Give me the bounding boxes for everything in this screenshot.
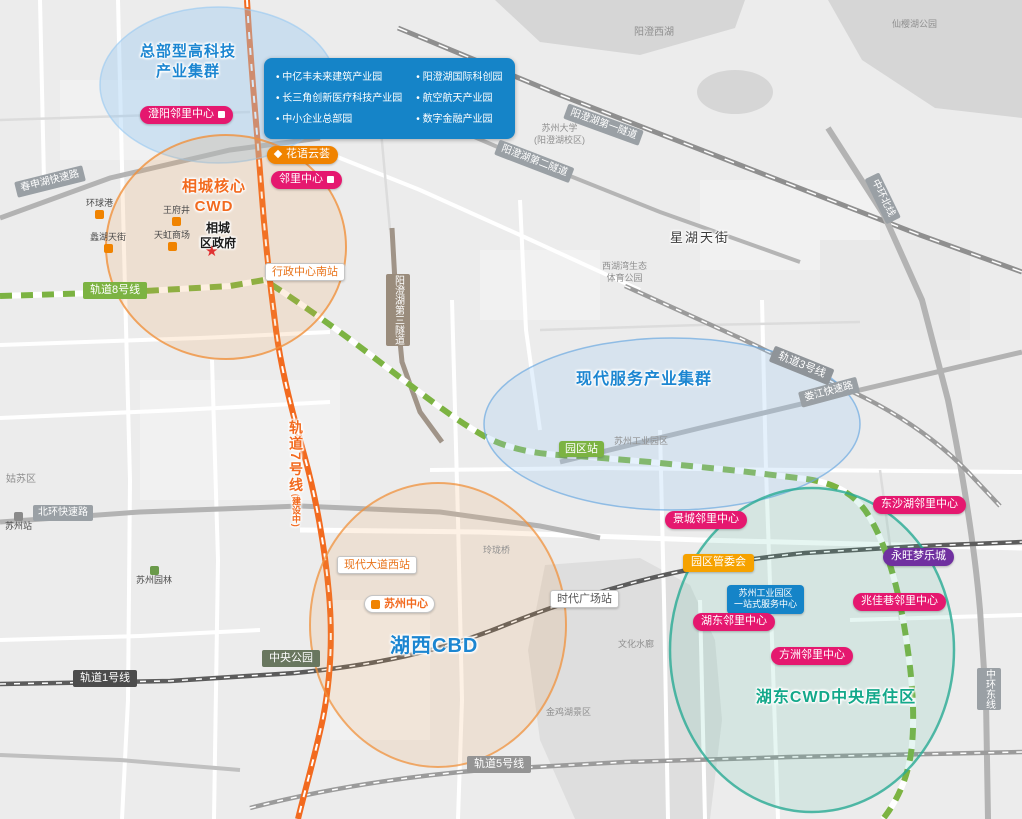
mall-icon [167, 241, 177, 251]
badge-label: 花语云荟 [286, 148, 330, 160]
poi-label: 天虹商场 [154, 230, 191, 240]
road-label-beihuan: 北环快速路 [33, 505, 93, 521]
xiangcheng-government-label: 相城 区政府 [199, 221, 236, 250]
badge-yongwang-dream-city: 永旺梦乐城 [883, 548, 954, 566]
industry-item: 阳澄湖国际科创园 [416, 67, 503, 88]
place-xihuwan-park: 西湖湾生态 体育公园 [602, 261, 648, 283]
poi-label: 王府井 [163, 205, 191, 215]
place-suzhou-university: 苏州大学 (阳澄湖校区) [534, 123, 585, 145]
place-xinghu-tianjie: 星湖天街 [670, 230, 731, 245]
place-gusu-district: 姑苏区 [6, 474, 36, 485]
metro-line5-badge: 轨道5号线 [467, 756, 532, 773]
road-loujiang [559, 349, 1022, 465]
road-label-yangcheng-tunnel3: 阳澄湖第三隧道 [386, 274, 410, 346]
poi-suzhou-station: 苏州站 [5, 512, 32, 532]
poi-suzhou-center: 苏州中心 [364, 595, 435, 614]
huxi-cbd-label: 湖西CBD [390, 635, 479, 657]
poi-label: 苏州站 [5, 521, 33, 531]
industry-item: 航空航天产业园 [416, 88, 502, 109]
industry-panel-col2: 阳澄湖国际科创园 航空航天产业园 数字金融产业园 [416, 67, 503, 130]
metro-line8-badge: 轨道8号线 [83, 282, 148, 299]
place-yangcheng-west-lake: 阳澄西湖 [634, 27, 674, 38]
road-zhonghuan-ring [825, 126, 991, 819]
modern-service-cluster-label: 现代服务产业集群 [575, 371, 712, 388]
badge-dongshahu-neighborhood: 东沙湖邻里中心 [873, 496, 966, 514]
mall-icon [103, 243, 113, 253]
place-wenhua-shuilang: 文化水廊 [618, 639, 655, 649]
ellipse-huxi-cbd [309, 482, 567, 768]
metro-line-8 [0, 276, 917, 819]
mall-icon [95, 209, 104, 219]
hq-tech-cluster-label: 总部型高科技 产业集群 [139, 43, 236, 80]
water-areas [495, 0, 1022, 819]
poi-label: 苏州中心 [384, 598, 428, 610]
metro-line1-badge: 轨道1号线 [73, 670, 138, 687]
badge-sip-service-center: 苏州工业园区 一站式服务中心 [727, 585, 805, 614]
ellipse-modern-service-cluster [483, 337, 861, 511]
station-xingzheng-center-south: 行政中心南站 [265, 263, 345, 282]
train-station-icon [14, 512, 23, 521]
badge-sip-admin-committee: 园区管委会 [683, 554, 754, 572]
poi-suzhou-gardens: 苏州园林 [136, 566, 172, 586]
poi-label: 苏州园林 [136, 575, 173, 585]
place-jinji-lake-scenic: 金鸡湖景区 [546, 707, 592, 717]
badge-jingcheng-neighborhood: 景城邻里中心 [665, 511, 747, 529]
place-linglong-bridge: 玲珑桥 [483, 545, 511, 555]
hudong-cwd-label: 湖东CWD中央居住区 [755, 689, 917, 706]
badge-fangzhou-neighborhood: 方洲邻里中心 [771, 647, 853, 665]
station-yuanqu: 园区站 [559, 441, 604, 458]
place-xianying-park: 仙樱湖公园 [892, 19, 938, 29]
building-icon [218, 110, 225, 118]
mall-icon [371, 599, 380, 609]
garden-icon [149, 566, 159, 575]
poi-lihu-tianjie: 蠡湖天街 [90, 232, 127, 253]
line7-note: (建设中) [291, 493, 301, 527]
industry-panel-col1: 中亿丰未来建筑产业园 长三角创新医疗科技产业园 中小企业总部园 [276, 67, 402, 130]
industry-item: 数字金融产业园 [416, 109, 502, 130]
flower-icon [273, 149, 283, 159]
xiangcheng-cwd-label: 相城核心 CWD [181, 178, 246, 215]
industry-item: 中小企业总部园 [276, 109, 402, 130]
industry-parks-panel: 中亿丰未来建筑产业园 长三角创新医疗科技产业园 中小企业总部园 阳澄湖国际科创园… [264, 58, 515, 139]
station-xiandai-dadao-west: 现代大道西站 [337, 556, 417, 575]
poi-label: 环球港 [86, 198, 114, 208]
station-shidai-guangchang: 时代广场站 [550, 590, 619, 609]
industry-item: 中亿丰未来建筑产业园 [276, 67, 402, 88]
badge-label: 澄阳邻里中心 [148, 108, 214, 120]
poi-wangfujing: 王府井 [163, 205, 191, 226]
industry-item: 长三角创新医疗科技产业园 [276, 88, 402, 109]
station-central-park-badge: 中央公园 [262, 650, 320, 667]
badge-chengyang-neighborhood-center: 澄阳邻里中心 [140, 106, 233, 124]
badge-huayu-yunhui: 花语云荟 [267, 146, 338, 164]
road-label-zhonghuan-east: 中环东线 [977, 668, 1001, 710]
poi-huanqiugang: 环球港 [86, 198, 114, 219]
road-beihuan [0, 503, 601, 541]
government-star-icon: ★ [205, 243, 219, 260]
metro-line7-label: 轨道7号线(建设中) [286, 420, 326, 527]
place-sip-area: 苏州工业园区 [614, 436, 669, 446]
poi-label: 蠡湖天街 [90, 232, 127, 242]
badge-neighborhood-center: 邻里中心 [271, 171, 342, 189]
badge-label: 邻里中心 [279, 173, 323, 185]
poi-tianhong-mall: 天虹商场 [154, 230, 191, 251]
building-icon [327, 175, 334, 183]
badge-hudong-neighborhood: 湖东邻里中心 [693, 613, 775, 631]
mall-icon [172, 216, 181, 226]
badge-zhaojiaxiang-neighborhood: 兆佳巷邻里中心 [853, 593, 946, 611]
line7-name: 轨道7号线 [288, 420, 304, 494]
